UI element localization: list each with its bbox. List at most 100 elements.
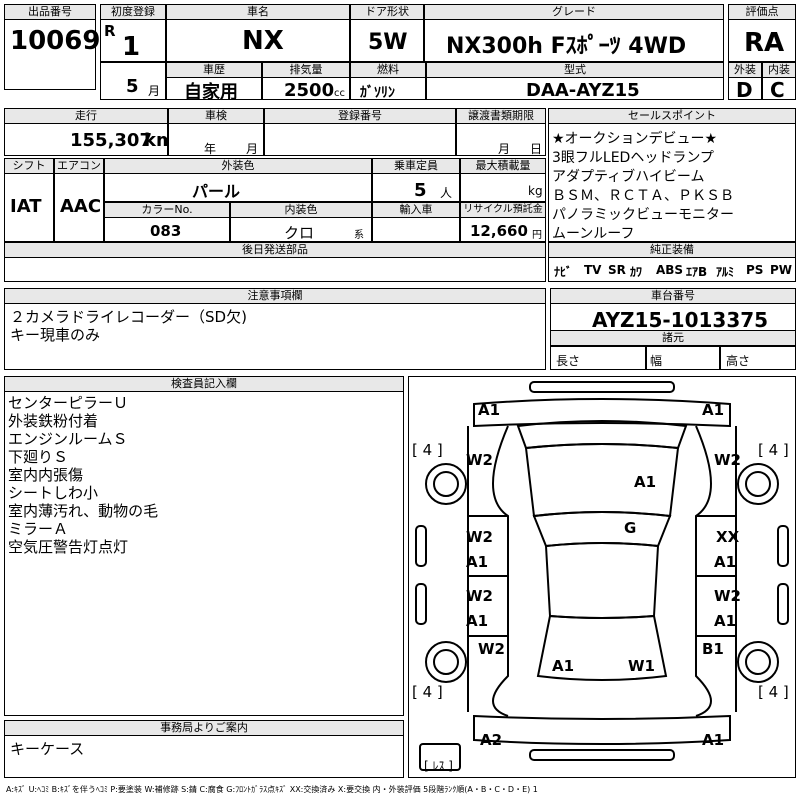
intcolor: クロ <box>284 224 315 242</box>
mark-w2-fl: W2 <box>466 451 493 469</box>
mark-lf-door-a: A1 <box>466 553 489 571</box>
era: R <box>104 22 116 40</box>
score-label: 評価点 <box>728 4 796 20</box>
inspector-line: 外装鉄粉付着 <box>8 412 99 430</box>
shift-label: シフト <box>4 158 54 174</box>
inspector-line: ミラーＡ <box>8 520 69 538</box>
transfer-day: 日 <box>530 142 543 156</box>
transfer-label: 譲渡書類期限 <box>456 108 546 124</box>
mark-lr-door-a: A1 <box>466 612 489 630</box>
ext-label: 外装 <box>728 62 762 78</box>
sales-line: 3眼フルLEDヘッドランプ <box>552 150 714 166</box>
mark-tire-fl: [ 4 ] <box>412 441 443 459</box>
history-label: 車歴 <box>166 62 262 78</box>
fuel: ｶﾞｿﾘﾝ <box>360 85 395 101</box>
equip-airbag: ｴｱB <box>686 265 708 279</box>
ac-label: エアコン <box>54 158 104 174</box>
mark-lf-door-w: W2 <box>466 528 493 546</box>
notes-label: 注意事項欄 <box>4 288 546 304</box>
mark-rr-door-a: A1 <box>714 612 737 630</box>
grade: NX300h Fｽﾎﾟｰﾂ 4WD <box>446 34 687 59</box>
mark-rear-l: A2 <box>480 731 503 749</box>
month-box <box>100 62 166 100</box>
inspector-line: 室内薄汚れ、動物の毛 <box>8 502 159 520</box>
month-unit: 月 <box>148 84 161 98</box>
mark-rf-door-a: A1 <box>714 553 737 571</box>
dims-label: 諸元 <box>550 330 796 346</box>
equip-sr: SR <box>608 263 626 277</box>
cc-unit: cc <box>334 88 345 99</box>
sales-line: パノラミックビューモニター <box>552 207 734 223</box>
mileage: 155,307 <box>70 130 152 151</box>
sales-line: ★オークションデビュー★ <box>552 131 718 147</box>
notes-line: キー現車のみ <box>10 326 101 344</box>
int-label: 内装 <box>762 62 796 78</box>
score: RA <box>744 28 785 58</box>
car-name: NX <box>242 26 284 56</box>
mark-b1-rr: B1 <box>702 640 724 658</box>
inspector-line: 下廻りＳ <box>8 448 69 466</box>
equip-tv: TV <box>584 263 602 277</box>
equip-leather: ｶﾜ <box>630 265 643 279</box>
door-label: ドア形状 <box>350 4 424 20</box>
inspector-line: センターピラーＵ <box>8 394 129 412</box>
sales-line: ＢＳＭ、ＲＣＴＡ、ＰＫＳＢ <box>552 188 734 204</box>
int-score: C <box>770 78 785 102</box>
equipment-label: 純正装備 <box>548 242 796 258</box>
mileage-label: 走行 <box>4 108 168 124</box>
legend-footer: A:ｷｽﾞ U:ﾍｺﾐ B:ｷｽﾞを伴うﾍｺﾐ P:要塗装 W:補修跡 S:錆 … <box>6 785 538 794</box>
displacement-label: 排気量 <box>262 62 350 78</box>
office-text: キーケース <box>10 740 85 758</box>
width-label: 幅 <box>650 354 663 368</box>
intcolor-unit: 系 <box>354 230 364 241</box>
equip-ps: PS <box>746 263 764 277</box>
yen-unit: 円 <box>532 230 542 241</box>
car-diagram <box>415 381 789 771</box>
mark-fl-top: A1 <box>478 401 501 419</box>
reg-year: 1 <box>122 32 141 62</box>
capacity-unit: 人 <box>440 186 453 200</box>
color-label: 外装色 <box>104 158 372 174</box>
equip-alloy: ｱﾙﾐ <box>716 265 735 279</box>
recycle-label: リサイクル預託金 <box>460 202 546 218</box>
mark-tire-fr: [ 4 ] <box>758 441 789 459</box>
notes-line: ２カメラドライレコーダー（SD欠) <box>10 308 247 326</box>
mark-w2-rl: W2 <box>478 640 505 658</box>
height-box <box>720 346 796 370</box>
color: パール <box>192 182 241 201</box>
capacity-label: 乗車定員 <box>372 158 460 174</box>
sales-line: アダプティブハイビーム <box>552 169 705 185</box>
mark-rf-door-x: XX <box>716 528 740 546</box>
height-label: 高さ <box>726 354 751 368</box>
mark-trunk-a: A1 <box>552 657 575 675</box>
equip-pw: PW <box>770 263 793 277</box>
mark-rr-door-w: W2 <box>714 587 741 605</box>
import-label: 輸入車 <box>372 202 460 218</box>
load-label: 最大積載量 <box>460 158 546 174</box>
mark-trunk-w: W1 <box>628 657 655 675</box>
fuel-label: 燃料 <box>350 62 426 78</box>
displacement: 2500 <box>284 80 335 101</box>
first-reg-label: 初度登録 <box>100 4 166 20</box>
load-unit: kg <box>528 184 543 198</box>
regno-label: 登録番号 <box>264 108 456 124</box>
grade-label: グレード <box>424 4 724 20</box>
width-box <box>646 346 720 370</box>
transfer-month: 月 <box>498 142 511 156</box>
inspector-label: 検査員記入欄 <box>4 376 404 392</box>
length-label: 長さ <box>556 354 581 368</box>
reg-month: 5 <box>126 76 139 97</box>
inspection-year: 年 <box>204 142 217 156</box>
km-unit: km <box>144 130 175 151</box>
recycle: 12,660 <box>470 222 528 240</box>
shift: IAT <box>10 196 42 217</box>
ext-score: D <box>736 78 753 102</box>
door-type: 5W <box>368 30 408 55</box>
mark-spare: [ ﾚｽ ] <box>424 759 453 773</box>
intcolor-label: 内装色 <box>230 202 372 218</box>
model-label: 型式 <box>426 62 724 78</box>
lot-label: 出品番号 <box>4 4 96 20</box>
mark-tire-rl: [ 4 ] <box>412 683 443 701</box>
equip-navi: ﾅﾋﾞ <box>554 265 573 279</box>
inspector-line: 空気圧警告灯点灯 <box>8 538 129 556</box>
